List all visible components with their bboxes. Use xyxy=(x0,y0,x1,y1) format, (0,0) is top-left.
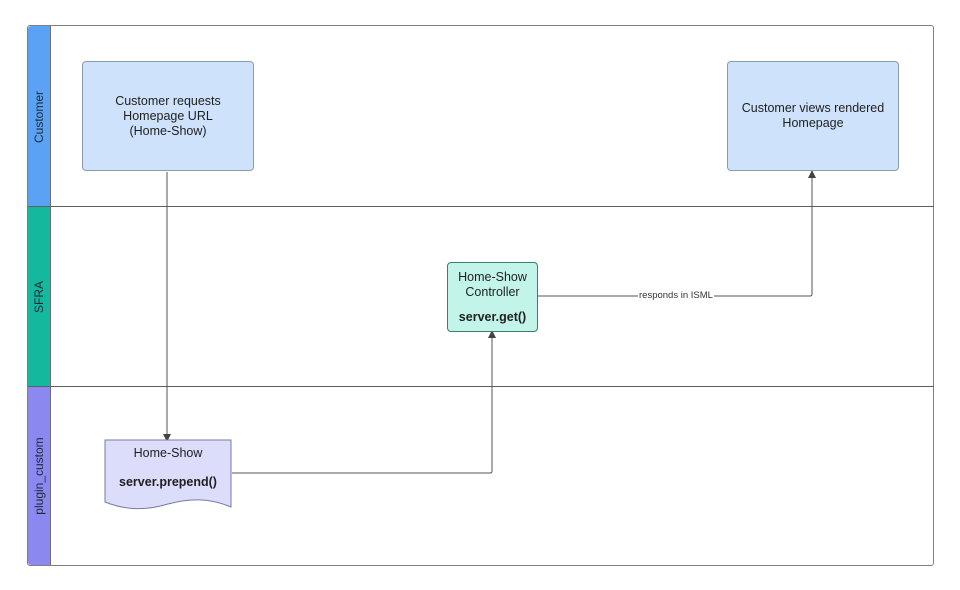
node-plugin-code: server.prepend() xyxy=(119,475,217,489)
connector-controller-to-view xyxy=(538,170,816,297)
node-customer-view-line-1: Customer views rendered xyxy=(741,101,885,115)
node-customer-request-line-1: Customer requests xyxy=(115,93,221,108)
node-controller-code: server.get() xyxy=(458,309,527,324)
lane-header-plugin-custom: plugin_custom xyxy=(28,387,51,565)
node-customer-request-line-2: Homepage URL xyxy=(123,108,213,123)
node-plugin: Home-Show server.prepend() xyxy=(105,440,231,498)
node-plugin-title: Home-Show xyxy=(133,446,203,460)
node-controller-line-1: Home-Show xyxy=(458,269,527,284)
node-customer-request-line-3: (Home-Show) xyxy=(129,123,207,138)
node-customer-request: Customer requests Homepage URL (Home-Sho… xyxy=(82,61,254,171)
plugin-node-shape xyxy=(104,439,232,510)
node-controller-line-2: Controller xyxy=(465,284,520,299)
lane-divider-2 xyxy=(28,386,934,387)
edge-label-responds: responds in ISML xyxy=(638,290,714,301)
connector-plugin-to-controller xyxy=(232,330,496,474)
lane-divider-1 xyxy=(28,206,934,207)
diagram-frame xyxy=(27,25,934,566)
node-customer-view-line-2: Homepage xyxy=(782,116,844,130)
lane-header-sfra: SFRA xyxy=(28,207,51,387)
node-customer-view: Customer views rendered Homepage xyxy=(727,61,899,171)
lane-header-customer: Customer xyxy=(28,26,51,207)
node-controller: Home-Show Controller server.get() xyxy=(447,262,538,332)
